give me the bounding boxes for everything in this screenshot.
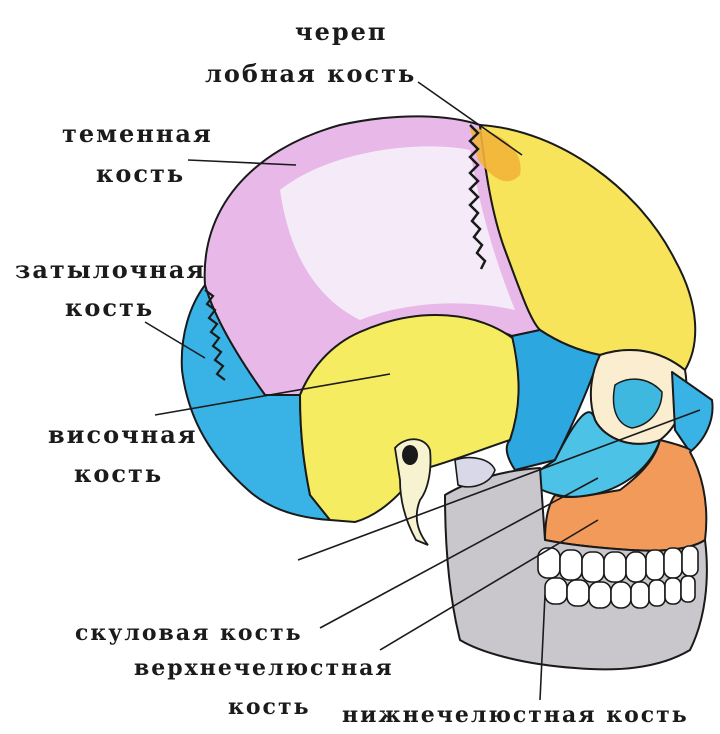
ear-opening	[402, 445, 418, 465]
label-parietal-bone-line1: теменная	[62, 119, 213, 148]
label-maxilla-line2: кость	[228, 694, 311, 720]
coronal-suture	[468, 124, 487, 270]
orbit-inner	[612, 378, 663, 429]
leader-mandible	[539, 594, 546, 701]
label-mandible-bone: нижнечелюстная кость	[342, 702, 689, 728]
leader-zygomatic-1	[297, 409, 701, 561]
skull-drawing	[180, 115, 714, 671]
label-occipital-bone-line1: затылочная	[15, 255, 206, 284]
ear-canal	[394, 438, 432, 546]
parietal-highlight	[280, 146, 515, 320]
label-occipital-bone-line2: кость	[65, 293, 154, 322]
label-skull-title: череп	[295, 17, 387, 46]
label-temporal-bone-line2: кость	[74, 459, 163, 488]
leader-maxilla	[379, 519, 599, 651]
label-zygomatic-bone: скуловая кость	[75, 620, 303, 646]
label-maxilla-line1: верхнечелюстная	[134, 655, 394, 681]
upper-teeth	[537, 545, 699, 583]
mandible-condyle	[454, 456, 496, 488]
label-parietal-bone-line2: кость	[96, 159, 185, 188]
occipital-bone	[180, 284, 331, 521]
label-frontal-bone: лобная кость	[205, 59, 416, 88]
leader-frontal	[417, 81, 523, 156]
lambdoid-suture	[204, 289, 226, 381]
leader-temporal	[154, 373, 391, 416]
label-temporal-bone-line1: височная	[48, 420, 198, 449]
leader-zygomatic-2	[319, 477, 599, 629]
labels: череп лобная кость теменная кость затыло…	[15, 17, 689, 728]
leader-lines	[144, 81, 701, 701]
nasal-bone	[671, 371, 714, 453]
frontal-shade	[470, 128, 521, 182]
leader-occipital	[144, 321, 206, 359]
lower-teeth	[544, 575, 696, 609]
leader-parietal	[187, 159, 297, 166]
